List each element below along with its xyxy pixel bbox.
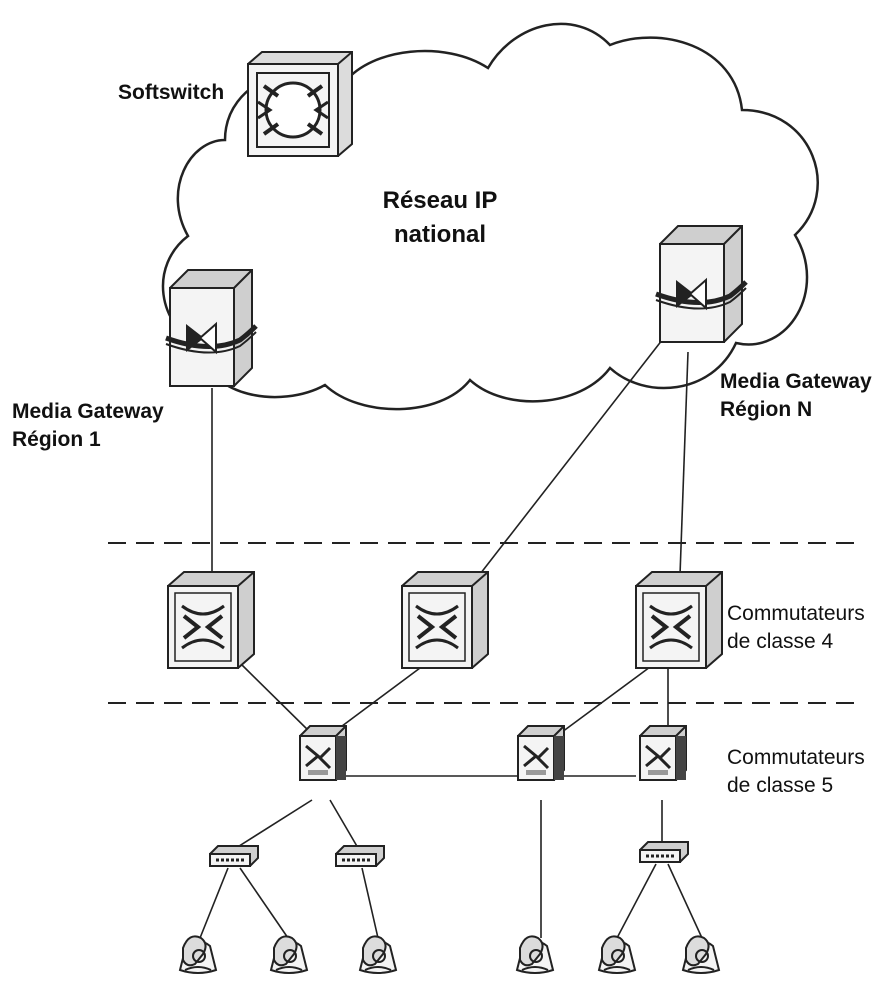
media-gateway-icon-region-1 [166, 270, 256, 386]
link-c4a-c5a [241, 664, 314, 736]
telephone-icon-4 [516, 935, 554, 974]
telephone-icon-2 [270, 935, 308, 974]
link-mgn-c4b [469, 334, 667, 588]
link-c5a-hub2 [329, 799, 359, 849]
class4-switch-icon-3 [634, 570, 724, 670]
media-gateway-region-n-label-line1: Media Gateway [720, 370, 872, 393]
link-c5a-hub1 [235, 799, 313, 849]
hub-icon-3 [638, 840, 690, 864]
class5-switch-icon-3 [638, 724, 688, 782]
ip-network-label-line2: national [393, 221, 486, 248]
media-gateway-region-n-label-line2: Région N [720, 398, 813, 421]
hub-icon-1 [208, 844, 260, 868]
link-mgn-c4c [679, 351, 689, 576]
ip-network-label-line1: Réseau IP [382, 187, 498, 214]
telephone-icon-6 [682, 935, 720, 974]
class5-switch-icon-1 [298, 724, 348, 782]
class4-switch-icon-2 [400, 570, 490, 670]
link-hub1-phone2 [239, 867, 289, 939]
telephone-icon-3 [359, 935, 397, 974]
class5-switch-icon-2 [516, 724, 566, 782]
hub-icon-2 [334, 844, 386, 868]
link-c4c-c5b [557, 666, 651, 736]
media-gateway-icon-region-n [656, 226, 746, 342]
telephone-icon-1 [179, 935, 217, 974]
link-hub3-phone5 [616, 863, 657, 939]
link-hub3-phone6 [667, 863, 703, 939]
class4-switches-label-line2: de classe 4 [727, 630, 834, 653]
link-hub1-phone1 [199, 867, 229, 939]
class4-switches-label-line1: Commutateurs [727, 602, 865, 625]
media-gateway-region-1-label-line1: Media Gateway [12, 400, 164, 423]
link-hub2-phone3 [361, 867, 379, 939]
class5-switches-label-line2: de classe 5 [727, 774, 834, 797]
class5-switches-label-line1: Commutateurs [727, 746, 865, 769]
telephone-icon-5 [598, 935, 636, 974]
media-gateway-region-1-label-line2: Région 1 [12, 428, 101, 451]
softswitch-label: Softswitch [118, 81, 225, 104]
link-c4b-c5a [329, 667, 421, 736]
class4-switch-icon-1 [166, 570, 256, 670]
softswitch-icon [246, 50, 354, 158]
